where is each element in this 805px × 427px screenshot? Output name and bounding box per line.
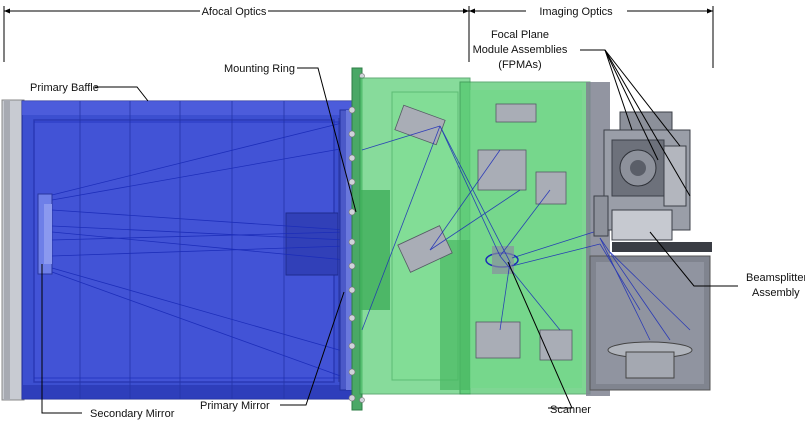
beamsplitter-label-line2: Assembly [752, 287, 800, 299]
imaging-optics-label: Imaging Optics [539, 6, 613, 18]
telescope-rays [34, 121, 347, 379]
secondary-mirror-assembly [37, 193, 53, 275]
dimension-lines [3, 6, 714, 68]
primary-mirror-label: Primary Mirror [200, 400, 270, 412]
fpma-label-line1: Focal Plane [491, 29, 549, 41]
scanner-label: Scanner [550, 404, 591, 416]
fpma-label-line2: Module Assemblies [473, 44, 568, 56]
imaging-rays [361, 125, 691, 341]
mounting-ring-label: Mounting Ring [224, 63, 295, 75]
beamsplitter-label-line1: Beamsplitter [746, 272, 805, 284]
leader-lines [41, 49, 738, 414]
fpma-label-line3: (FPMAs) [498, 59, 541, 71]
secondary-mirror-label: Secondary Mirror [90, 408, 175, 420]
optics-mounts [394, 103, 573, 361]
primary-baffle [1, 99, 359, 401]
primary-baffle-label: Primary Baffle [30, 82, 99, 94]
afocal-optics-label: Afocal Optics [202, 6, 267, 18]
